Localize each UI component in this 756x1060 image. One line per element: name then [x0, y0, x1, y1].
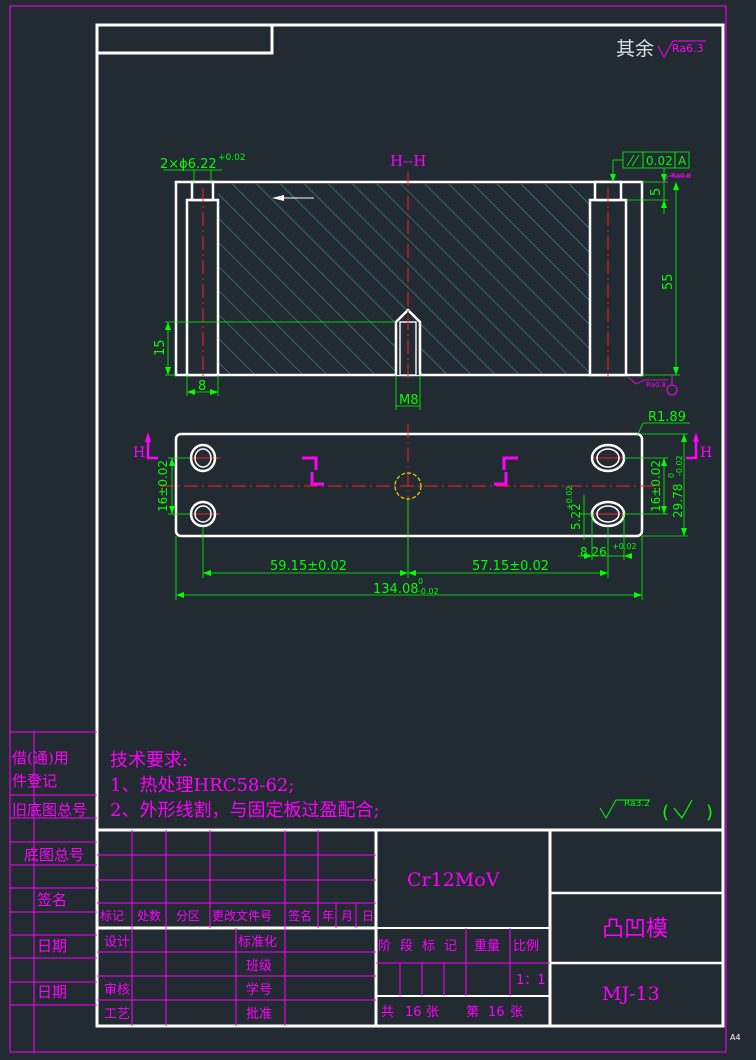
sheets-total: 16 — [405, 1005, 422, 1020]
tech-title: 技术要求: — [110, 750, 188, 771]
rev-header-mark: 标记 — [100, 909, 124, 923]
rev-header-count: 处数 — [137, 908, 161, 923]
side-label-1: 借(通)用 — [12, 749, 69, 767]
dim-radius: R1.89 — [648, 410, 686, 425]
drawing-frame — [95, 23, 725, 1028]
rev-header-year: 年 — [322, 909, 334, 923]
dim-m8: M8 — [399, 393, 419, 408]
stage-2: 段 — [400, 939, 413, 954]
dim-5-22-tol: +0.02 — [565, 485, 574, 510]
dim-134-tol-bottom: -0.02 — [418, 587, 439, 596]
roughness-value-bottom: Ra3.2 — [624, 799, 650, 809]
sheet-no: 16 — [488, 1005, 505, 1020]
top-left-box — [97, 25, 274, 55]
role-class: 班级 — [246, 959, 272, 974]
outer-border — [9, 5, 727, 1053]
datum-a-symbol — [666, 375, 678, 396]
plan-center-thread — [394, 472, 422, 500]
side-label-5: 签名 — [37, 891, 67, 909]
dim-59-15: 59.15±0.02 — [270, 559, 347, 574]
side-label-3: 旧底图总号 — [12, 801, 87, 819]
scale-label: 比例 — [513, 939, 539, 954]
sheet-no-pre: 第 — [466, 1005, 479, 1020]
plan-hole-top-left — [189, 443, 217, 473]
side-label-4: 底图总号 — [24, 846, 84, 864]
side-label-2: 件登记 — [12, 772, 57, 790]
dim-8-26-tol: +0.02 — [612, 542, 637, 551]
stage-4: 记 — [444, 939, 457, 954]
dim-134-tol-top: 0 — [418, 577, 423, 586]
sheets-total-post: 张 — [426, 1005, 439, 1020]
dim-8: 8 — [198, 379, 206, 394]
bracket-close: ) — [706, 802, 713, 823]
roughness-tiny-bottom: Ra0.8 — [646, 381, 666, 389]
rev-header-month: 月 — [341, 909, 353, 923]
surface-finish-label: 其余 — [616, 38, 654, 60]
flatness-value: 0.02 — [646, 154, 673, 168]
weight-label: 重量 — [474, 938, 500, 954]
stage-1: 阶 — [378, 939, 391, 954]
rev-header-doc: 更改文件号 — [212, 908, 272, 923]
tech-item-1: 1、热处理HRC58-62; — [110, 775, 294, 796]
dim-15: 15 — [153, 339, 168, 356]
title-block: Cr12MoV 凸凹模 MJ-13 标记 处数 分区 更改文件号 签名 年 月 … — [97, 828, 723, 1026]
flatness-frame — [610, 151, 690, 182]
dim-29-78-tol-bottom: -0.02 — [675, 455, 684, 476]
roughness-symbol-main — [657, 40, 706, 59]
flatness-datum: A — [678, 154, 687, 168]
dim-16-left: 16±0.02 — [156, 460, 170, 512]
dim-57-15: 57.15±0.02 — [472, 559, 549, 574]
role-approve: 批准 — [246, 1007, 272, 1022]
rev-header-sign: 签名 — [288, 908, 312, 923]
dim-29-78: 29.78 — [671, 484, 685, 518]
role-student-id: 学号 — [246, 982, 272, 998]
role-process: 工艺 — [104, 1007, 130, 1022]
dim-134: 134.08 — [373, 582, 419, 597]
dim-5: 5 — [649, 188, 664, 196]
side-label-6: 日期 — [37, 937, 67, 955]
tech-item-2: 2、外形线割，与固定板过盈配合; — [110, 800, 380, 821]
dim-8-26: 8.26 — [580, 545, 607, 559]
role-review: 审核 — [104, 983, 130, 998]
roughness-symbol-bottom — [599, 799, 693, 820]
material: Cr12MoV — [407, 869, 500, 891]
side-strip: 借(通)用 件登记 旧底图总号 底图总号 签名 日期 日期 — [10, 731, 97, 1052]
dim-29-78-tol-top: 0 — [667, 473, 676, 478]
paper-size: A4 — [730, 1033, 741, 1042]
section-title: H--H — [390, 152, 426, 170]
plan-outline — [174, 432, 644, 538]
dim-16-right: 16±0.02 — [649, 460, 663, 512]
part-name: 凸凹模 — [602, 917, 668, 942]
plan-view: H H — [133, 410, 712, 600]
drawing-number: MJ-13 — [602, 983, 660, 1005]
sheets-total-pre: 共 — [381, 1005, 394, 1020]
dim-55: 55 — [661, 273, 676, 290]
rev-header-zone: 分区 — [176, 909, 200, 923]
section-mark-left: H — [133, 445, 145, 461]
rev-header-day: 日 — [362, 909, 374, 923]
section-mark-right: H — [700, 445, 712, 461]
dim-holes-tolerance: +0.02 — [218, 153, 246, 163]
scale-value: 1：1 — [516, 973, 546, 988]
side-label-7: 日期 — [37, 983, 67, 1001]
role-standard: 标准化 — [238, 935, 277, 950]
bracket-open: ( — [662, 802, 669, 823]
stage-3: 标 — [422, 939, 435, 954]
role-design: 设计 — [104, 935, 130, 950]
dim-holes-callout: 2×ϕ6.22 — [160, 157, 217, 172]
sheet-no-post: 张 — [510, 1005, 523, 1020]
roughness-value-main: Ra6.3 — [672, 42, 704, 55]
roughness-tiny-top: Ra0.8 — [671, 172, 691, 180]
dim-5-22: 5.22 — [569, 503, 583, 530]
section-view: H--H — [153, 151, 691, 410]
